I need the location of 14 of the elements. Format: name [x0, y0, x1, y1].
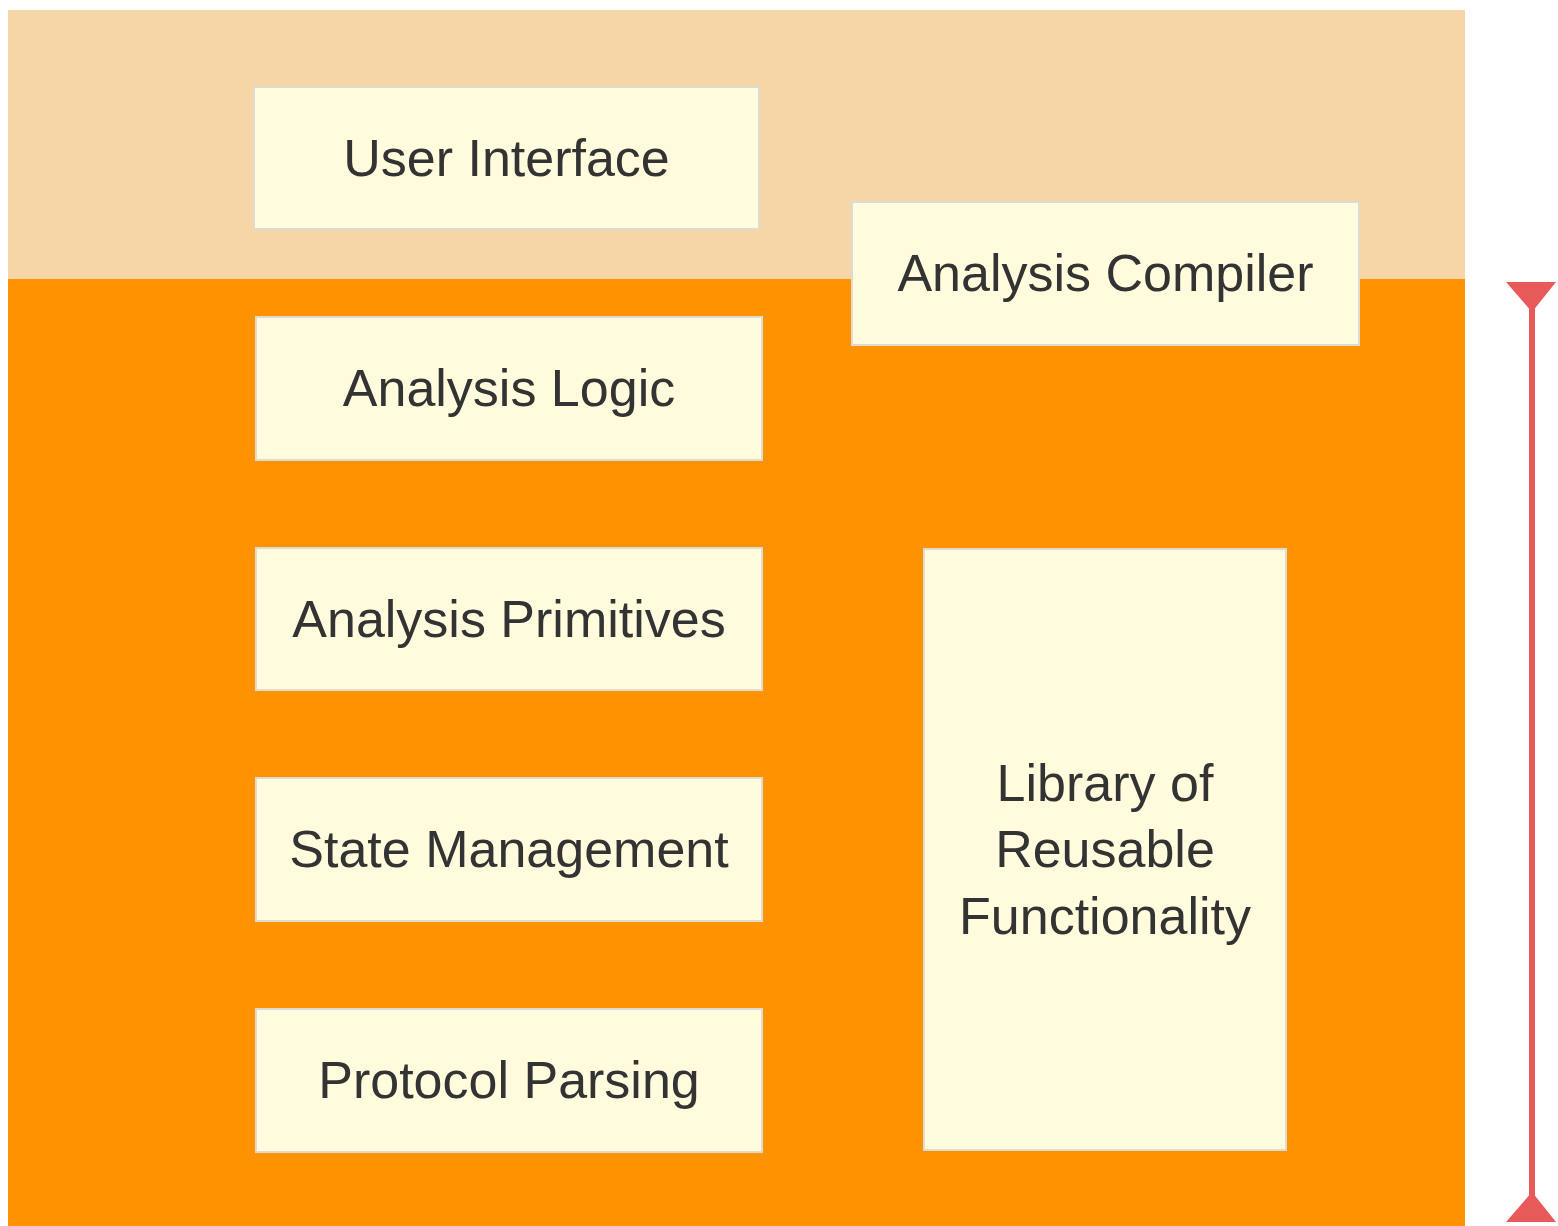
component-label: State Management [288, 819, 730, 881]
component-label: Analysis Primitives [291, 589, 727, 650]
component-label: User Interface [342, 128, 671, 189]
component-box [255, 316, 763, 461]
component-box [923, 548, 1287, 1151]
component-label: Analysis Compiler [896, 243, 1315, 305]
component-label: Analysis Logic [341, 358, 677, 420]
component-label: Library of Reusable Functionality [958, 753, 1252, 947]
component-label: Protocol Parsing [317, 1050, 701, 1112]
component-box [851, 201, 1360, 346]
component-box [255, 777, 763, 922]
component-box [253, 86, 760, 230]
component-box [255, 1008, 763, 1153]
component-box [255, 547, 763, 691]
